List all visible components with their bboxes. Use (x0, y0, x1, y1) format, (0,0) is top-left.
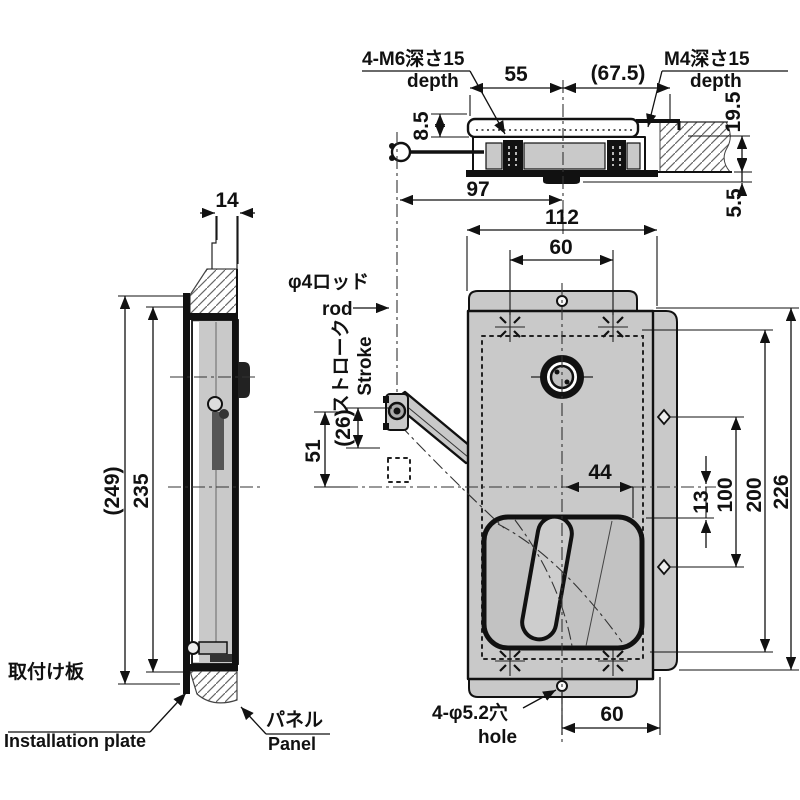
rod-en-text: rod (322, 299, 353, 320)
mechanism-block (210, 654, 232, 662)
m6-tap-text: 4-M6深さ15 (362, 47, 465, 70)
dim-text-14: 14 (215, 189, 239, 212)
dim-text-112: 112 (545, 206, 579, 229)
dim-text-26: (26) (332, 409, 355, 446)
label-stroke: ストローク Stroke (330, 318, 376, 413)
dim-51: 51 (302, 411, 350, 488)
dim-text-249: (249) (101, 466, 124, 515)
label-installation-plate: 取付け板 Installation plate (4, 660, 187, 751)
mounting-post-right (607, 140, 626, 172)
body-block-right (626, 142, 641, 170)
left-side-view: 14 (249) 235 取付け板 Installation plate パネル… (4, 189, 330, 754)
stroke-jp-text: ストローク (330, 318, 352, 413)
dim-text-60-top: 60 (549, 236, 572, 259)
dim-67-5: (67.5) (563, 62, 671, 119)
hole-en-text: hole (478, 727, 517, 748)
mechanism-pivot (207, 396, 223, 412)
dim-235: 235 (130, 306, 188, 673)
dim-text-97: 97 (466, 178, 489, 201)
lever-ghost-edge (585, 520, 613, 647)
plate-bottom-tab (468, 678, 638, 698)
plate-top-tab (468, 290, 638, 317)
hole-jp-text: 4-φ5.2穴 (432, 701, 508, 724)
lever-swing-ghost (497, 523, 623, 643)
panel-hatch-bottom (189, 670, 238, 704)
plate-jp-text: 取付け板 (8, 660, 85, 683)
body-block-left (485, 142, 503, 170)
label-panel: パネル Panel (240, 706, 330, 754)
rod-jp-text: φ4ロッド (288, 272, 369, 293)
dim-44: 44 (566, 461, 634, 518)
body-top-cap (183, 313, 238, 320)
dim-26-stroke: (26) (332, 407, 392, 449)
dim-19-5: 19.5 (688, 91, 752, 173)
body-back-bar (232, 320, 238, 664)
dim-text-8-5: 8.5 (410, 111, 433, 141)
top-section-view: 55 (67.5) 8.5 97 112 19.5 (362, 47, 788, 425)
dim-text-13: 13 (690, 490, 713, 513)
mechanism-pin (219, 409, 229, 419)
mechanism-slide (212, 412, 224, 470)
dim-text-100: 100 (714, 477, 737, 512)
body-block-center (523, 142, 606, 170)
label-hole: 4-φ5.2穴 hole (432, 689, 557, 748)
dim-249: (249) (101, 295, 188, 685)
dim-text-226: 226 (770, 474, 793, 509)
dim-8-5: 8.5 (410, 111, 469, 141)
pivot-ghost (387, 457, 411, 483)
dim-text-51: 51 (302, 439, 325, 463)
mechanism-base (198, 641, 228, 655)
rod-end-detail (389, 143, 395, 149)
m4-tap-text: M4深さ15 (664, 47, 750, 70)
dim-112: 112 (466, 206, 658, 306)
lever-swing-ghost (514, 519, 573, 647)
dim-text-235: 235 (130, 473, 153, 508)
latch-bolt (238, 362, 250, 398)
dim-text-55: 55 (504, 63, 528, 86)
front-view: 60 44 13 100 200 (288, 236, 799, 748)
m4-depth-text: depth (690, 71, 742, 92)
dim-100: 100 (671, 416, 744, 568)
m6-depth-text: depth (407, 71, 459, 92)
dim-226: 226 (656, 307, 799, 671)
dim-200: 200 (642, 329, 773, 653)
dim-14: 14 (200, 189, 255, 264)
dim-55: 55 (469, 63, 563, 116)
dim-text-19-5: 19.5 (722, 91, 745, 132)
body-gap (193, 322, 199, 662)
mounting-post-left (503, 140, 523, 172)
plate-en-text: Installation plate (4, 731, 146, 751)
dim-text-200: 200 (743, 477, 766, 512)
dim-97: 97 (400, 178, 562, 206)
dim-13: 13 (646, 456, 714, 548)
installation-plate-edge (183, 293, 190, 694)
dim-60-bottom: 60 (561, 677, 661, 735)
panel-en-text: Panel (268, 734, 316, 754)
label-m4-tap: M4深さ15 depth (646, 47, 788, 128)
panel-hatch-section (659, 121, 732, 173)
dim-60-top: 60 (509, 236, 614, 315)
dim-text-60-bottom: 60 (600, 703, 623, 726)
front-flange-edge (466, 117, 640, 139)
back-plate-edge (466, 170, 658, 177)
lock-cylinder (531, 355, 593, 399)
dim-text-5-5: 5.5 (723, 188, 746, 218)
lever-arm-edge (403, 403, 469, 458)
label-rod: φ4ロッド rod (288, 272, 389, 320)
panel-jp-text: パネル (266, 709, 323, 731)
mechanism-screw (186, 641, 200, 655)
rear-boss (543, 177, 580, 184)
rod-end-detail (389, 155, 395, 161)
rod-pivot (383, 393, 409, 431)
stroke-en-text: Stroke (355, 336, 376, 395)
dim-text-44: 44 (588, 461, 612, 484)
dim-text-67-5: (67.5) (591, 62, 646, 85)
handle-lever[interactable] (519, 514, 574, 642)
arm-swing-ghost (399, 424, 505, 529)
panel-edge-line (211, 216, 217, 269)
body-bottom-cap (183, 664, 238, 671)
label-m6-tap: 4-M6深さ15 depth (362, 47, 506, 135)
dim-5-5: 5.5 (583, 158, 752, 218)
